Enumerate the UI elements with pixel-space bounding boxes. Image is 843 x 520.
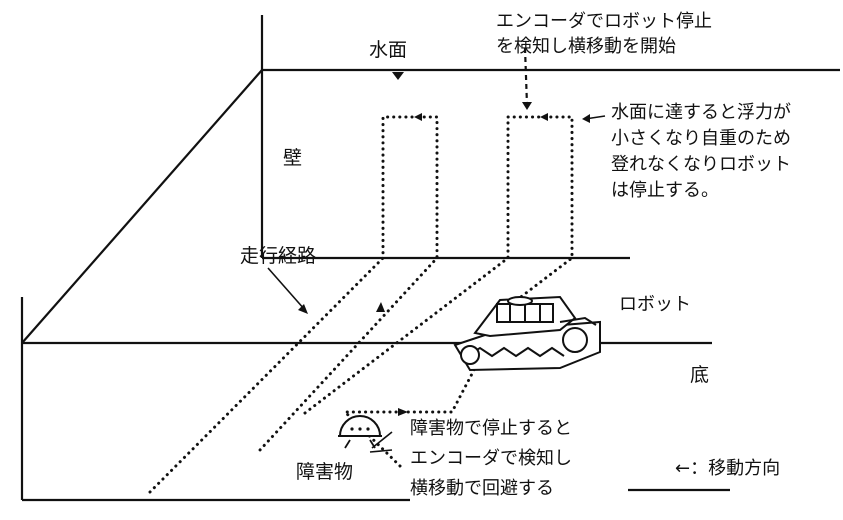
travel-path-1 — [148, 115, 439, 494]
travel-path-label: 走行経路 — [240, 245, 316, 267]
robot-icon — [453, 295, 601, 372]
robot-label: ロボット — [619, 294, 691, 315]
obstacle-leader-line-2 — [369, 449, 393, 453]
buoyancy-note-line-4: は停止する。 — [611, 180, 719, 201]
legend-movement-direction: ←：移動方向 — [675, 458, 780, 479]
obstacle-leader-line-1 — [371, 431, 393, 449]
arrow-path2-top — [540, 113, 548, 121]
wall-label: 壁 — [283, 147, 302, 169]
buoyancy-leader-arrowhead — [582, 114, 590, 123]
bottom-label: 底 — [690, 364, 709, 386]
travel-path-leader-arrowhead — [298, 304, 308, 314]
water-surface-marker — [392, 72, 404, 80]
arrow-path2-down — [376, 302, 385, 312]
tank-outline — [20, 15, 840, 502]
obstacle-note-line-1: 障害物で停止すると — [410, 418, 572, 439]
buoyancy-note-line-1: 水面に達すると浮力が — [611, 102, 791, 123]
travel-path-leader-line — [267, 267, 306, 311]
obstacle-note-line-3: 横移動で回避する — [410, 478, 554, 499]
buoyancy-note-line-3: 登れなくなりロボット — [611, 154, 791, 175]
arrow-path3-right — [398, 408, 408, 416]
obstacle-icon — [338, 415, 382, 449]
encoder-note-line-2: を検知し横移動を開始 — [496, 36, 676, 57]
buoyancy-note-line-2: 小さくなり自重のため — [611, 128, 791, 149]
water-surface-label: 水面 — [369, 39, 407, 61]
encoder-note-line-1: エンコーダでロボット停止 — [496, 11, 712, 32]
obstacle-note-line-2: エンコーダで検知し — [410, 448, 572, 469]
encoder-leader-line — [523, 47, 529, 106]
encoder-leader-arrowhead — [522, 102, 532, 110]
arrow-path1-top — [414, 113, 422, 121]
obstacle-label: 障害物 — [296, 461, 353, 483]
direction-arrows — [376, 113, 548, 416]
